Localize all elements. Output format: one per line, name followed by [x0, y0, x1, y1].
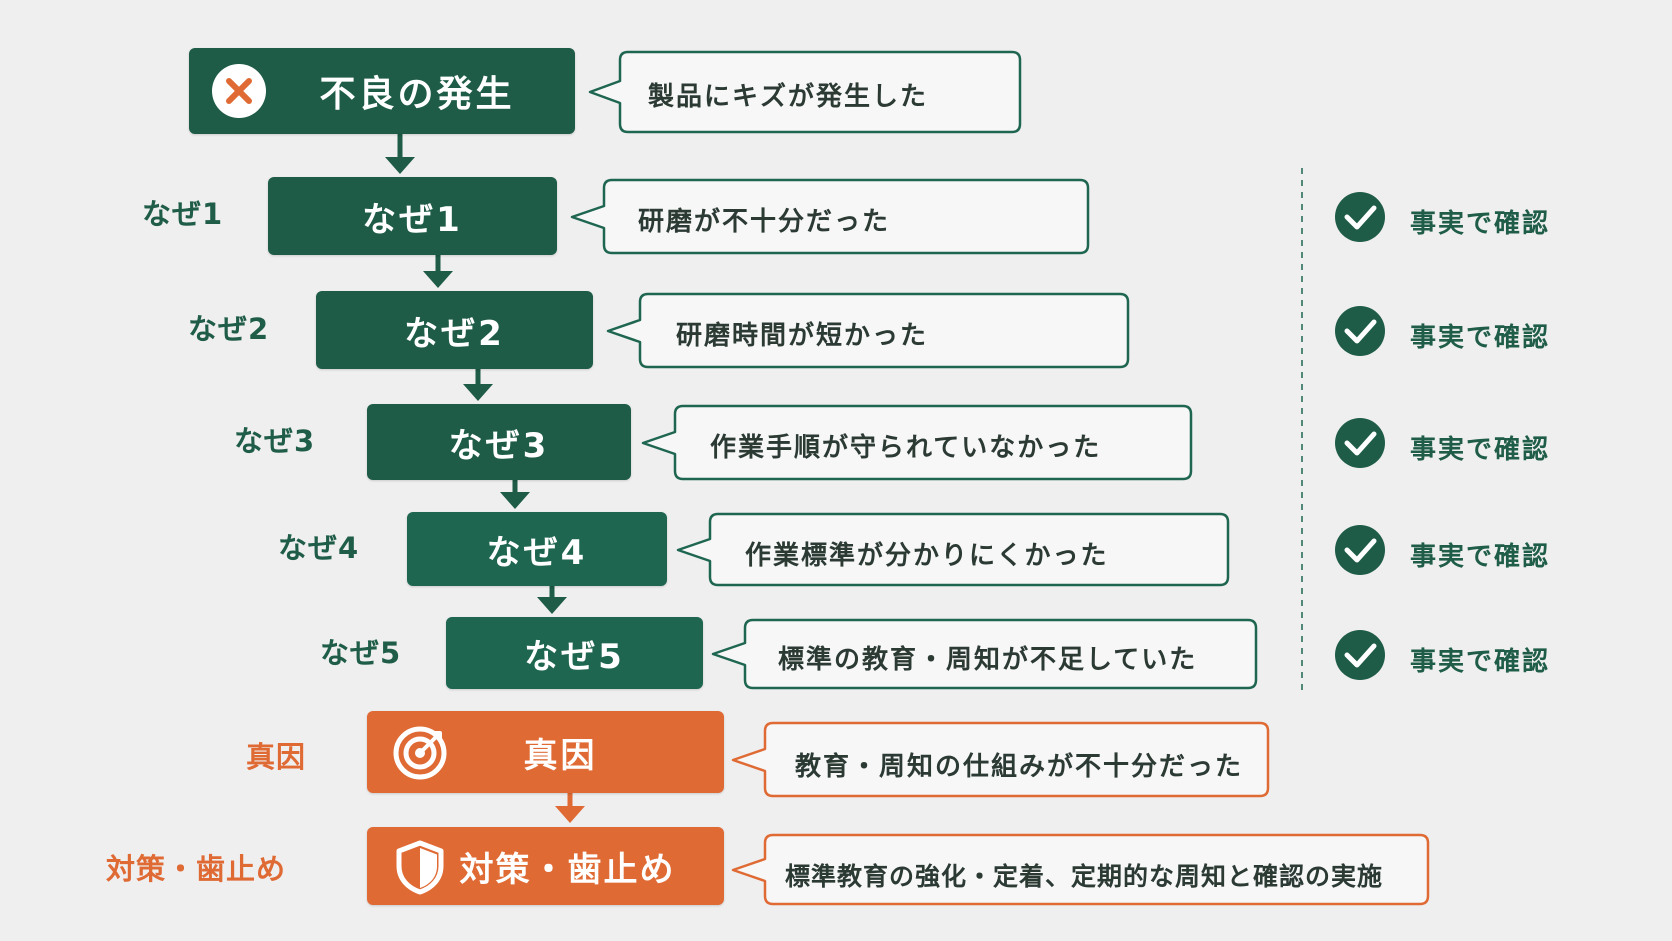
countermeasure-note: 標準教育の強化・定着、定期的な周知と確認の実施	[785, 862, 1384, 891]
occurrence-box-label: 不良の発生	[319, 74, 515, 115]
root-box: 真因	[367, 711, 724, 793]
why5-note: 標準の教育・周知が不足していた	[778, 645, 1198, 675]
why4-box: なぜ4	[407, 512, 667, 586]
why1-side-label: なぜ1	[142, 197, 224, 231]
why5-box-label: なぜ5	[524, 636, 625, 677]
root-note: 教育・周知の仕組みが不十分だった	[795, 752, 1244, 782]
why4-box-label: なぜ4	[486, 532, 588, 573]
why5-box: なぜ5	[446, 617, 703, 689]
occurrence-box: 不良の発生	[189, 48, 575, 134]
countermeasure-box-label: 対策・歯止め	[459, 849, 676, 890]
callout-why5	[711, 618, 1258, 690]
target-icon	[391, 724, 449, 782]
why2-box: なぜ2	[316, 291, 593, 369]
why2-check-label: 事実で確認	[1410, 323, 1551, 353]
callout-why4	[676, 512, 1230, 587]
why2-note: 研磨時間が短かった	[676, 321, 929, 351]
root-side-label: 真因	[246, 740, 307, 774]
why1-box: なぜ1	[268, 177, 557, 255]
why5-side-label: なぜ5	[320, 636, 402, 670]
why4-check-label: 事実で確認	[1410, 542, 1551, 572]
why2-box-label: なぜ2	[404, 313, 505, 354]
why1-check-label: 事実で確認	[1410, 209, 1551, 239]
callout-occurrence	[588, 50, 1022, 134]
check-circle-icon	[1335, 192, 1385, 242]
countermeasure-side-label: 対策・歯止め	[106, 852, 287, 886]
callout-why3	[641, 404, 1193, 481]
occurrence-note: 製品にキズが発生した	[648, 82, 929, 112]
check-circle-icon	[1335, 525, 1385, 575]
callout-why2	[606, 292, 1130, 369]
check-circle-icon	[1335, 630, 1385, 680]
callout-root	[731, 721, 1270, 798]
why4-side-label: なぜ4	[278, 531, 360, 565]
why1-note: 研磨が不十分だった	[638, 207, 891, 237]
why5-check-label: 事実で確認	[1410, 647, 1551, 677]
why3-note: 作業手順が守られていなかった	[710, 433, 1102, 463]
check-circle-icon	[1335, 418, 1385, 468]
why3-side-label: なぜ3	[234, 424, 316, 458]
callout-countermeasure	[731, 833, 1430, 906]
callout-why1	[570, 178, 1090, 255]
why2-side-label: なぜ2	[188, 312, 270, 346]
why4-note: 作業標準が分かりにくかった	[745, 541, 1109, 571]
check-circle-icon	[1335, 306, 1385, 356]
root-box-label: 真因	[523, 735, 598, 776]
why3-box-label: なぜ3	[448, 425, 550, 466]
why3-box: なぜ3	[367, 404, 631, 480]
shield-icon	[393, 839, 447, 895]
why3-check-label: 事実で確認	[1410, 435, 1551, 465]
countermeasure-box: 対策・歯止め	[367, 827, 724, 905]
x-circle-icon	[211, 63, 267, 119]
why1-box-label: なぜ1	[362, 199, 463, 240]
